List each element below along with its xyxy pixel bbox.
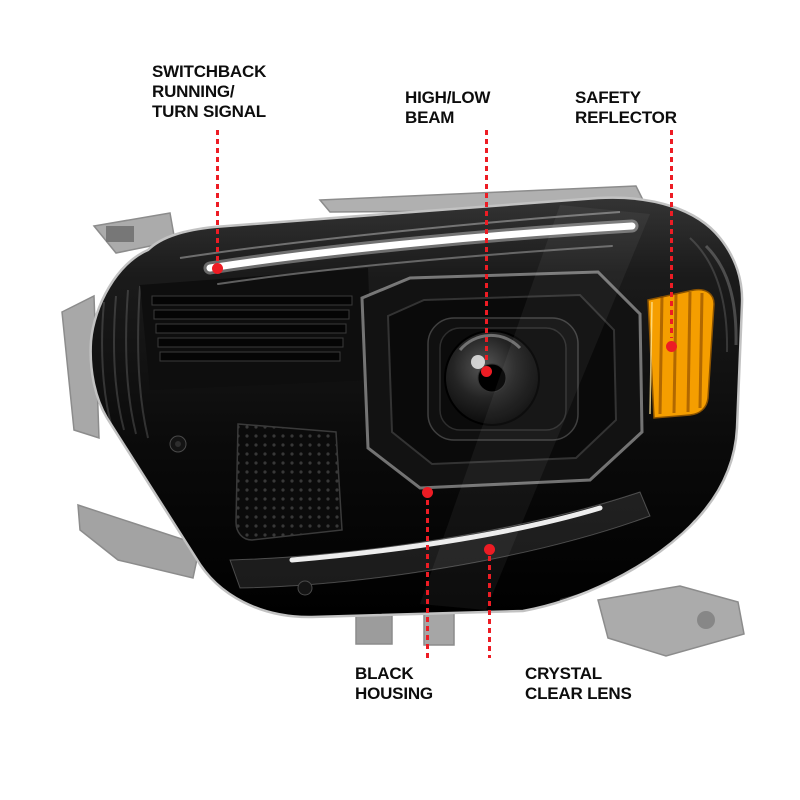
ribbed-lens-texture xyxy=(101,285,149,439)
bracket-bottom-right xyxy=(597,585,745,657)
clear-lens-strip xyxy=(229,491,651,589)
callout-text-line: TURN SIGNAL xyxy=(152,102,266,121)
callout-dot-high-low-beam xyxy=(481,366,492,377)
callout-text-line: SAFETY xyxy=(575,88,641,107)
callout-label-safety-reflector: SAFETY REFLECTOR xyxy=(575,88,677,128)
callout-dot-safety-reflector xyxy=(666,341,677,352)
mesh-grille xyxy=(235,423,343,541)
drl-light-strip xyxy=(203,219,639,285)
callout-dot-switchback xyxy=(212,263,223,274)
projector-lens xyxy=(427,317,579,441)
callout-text-line: CRYSTAL xyxy=(525,664,602,683)
callout-label-black-housing: BLACK HOUSING xyxy=(355,664,433,704)
callout-leader-high-low-beam xyxy=(485,130,488,364)
callout-label-switchback: SWITCHBACK RUNNING/ TURN SIGNAL xyxy=(152,62,266,122)
callout-label-high-low-beam: HIGH/LOW BEAM xyxy=(405,88,490,128)
callout-label-crystal-clear-lens: CRYSTAL CLEAR LENS xyxy=(525,664,632,704)
callout-text-line: CLEAR LENS xyxy=(525,684,632,703)
bracket-bottom-left-spike xyxy=(77,503,201,579)
callout-dot-crystal-clear-lens xyxy=(484,544,495,555)
callout-text-line: HIGH/LOW xyxy=(405,88,491,107)
callout-leader-safety-reflector xyxy=(670,130,673,338)
callout-text-line: BEAM xyxy=(405,108,455,127)
callout-leader-black-housing xyxy=(426,500,429,658)
callout-leader-switchback xyxy=(216,130,219,262)
amber-reflector xyxy=(647,288,715,419)
callout-leader-crystal-clear-lens xyxy=(488,556,491,658)
louver-vents xyxy=(140,268,372,390)
callout-text-line: RUNNING/ xyxy=(152,82,235,101)
callout-text-line: SWITCHBACK xyxy=(152,62,267,81)
screws xyxy=(169,435,313,596)
callout-dot-black-housing xyxy=(422,487,433,498)
bracket-top-left-hole xyxy=(106,226,134,242)
glass-highlights xyxy=(179,205,738,610)
callout-text-line: BLACK xyxy=(355,664,414,683)
bracket-left-point xyxy=(61,294,100,440)
callout-text-line: REFLECTOR xyxy=(575,108,677,127)
callout-text-line: HOUSING xyxy=(355,684,433,703)
bracket-bottom-right-hole xyxy=(697,611,715,629)
